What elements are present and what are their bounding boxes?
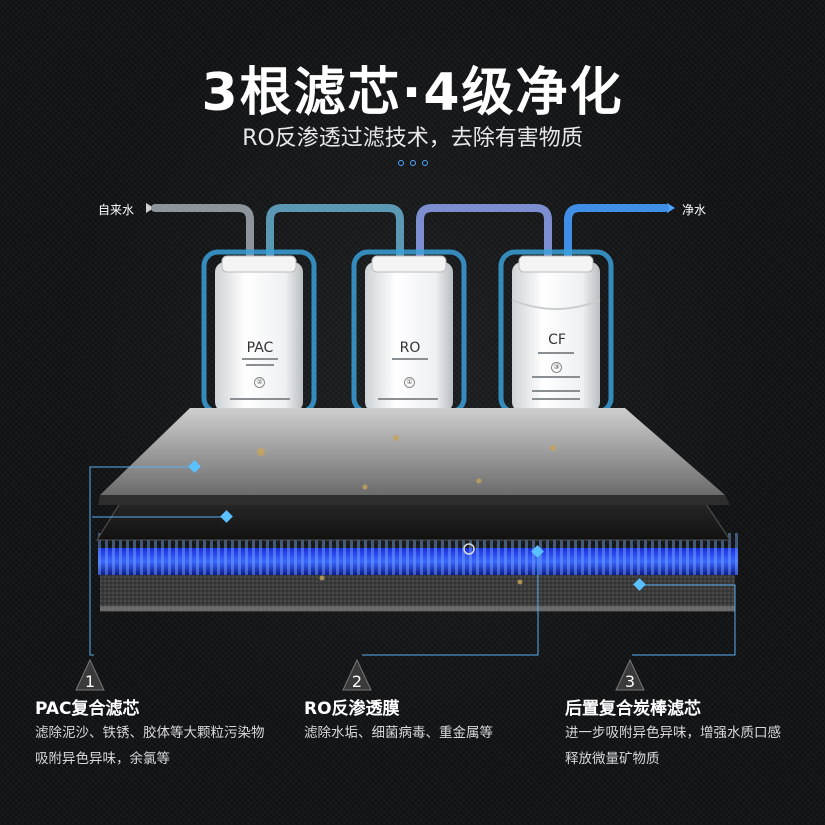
pipes: [151, 204, 669, 266]
cartridge-label-cf: CF: [548, 332, 566, 348]
stage-desc-3b: 释放微量矿物质: [565, 751, 660, 767]
stage-desc-2a: 滤除水垢、细菌病毒、重金属等: [304, 725, 493, 741]
cartridge-index-cf: ③: [551, 362, 562, 373]
pipe-2: [416, 204, 552, 266]
stage-title-1: PAC复合滤芯: [35, 699, 140, 719]
layer-pp: [100, 408, 725, 495]
outlet-label: 净水: [682, 203, 707, 217]
pipe-inlet: [151, 204, 254, 266]
number-triangles: [75, 658, 645, 691]
cartridge-index-pac: ②: [254, 377, 265, 388]
filter-layers: [96, 408, 738, 612]
cartridge-label-ro: RO: [399, 340, 421, 356]
cartridge-label-pac: PAC: [246, 340, 274, 356]
stage-title-3: 后置复合炭棒滤芯: [565, 699, 701, 719]
particles: [257, 435, 556, 585]
stage-desc-1b: 吸附异色异味，余氯等: [35, 751, 170, 767]
page-subtitle: RO反渗透过滤技术，去除有害物质: [242, 126, 583, 151]
divider-dots: [0, 160, 825, 166]
stage-number-2: 2: [351, 672, 363, 691]
page-title: 3根滤芯·4级净化: [201, 63, 624, 123]
stage-number-3: 3: [624, 672, 636, 691]
dot: [397, 160, 404, 166]
dot: [421, 160, 428, 166]
inlet-label: 自来水: [98, 203, 135, 217]
inlet-arrow-icon: [146, 203, 154, 213]
pipe-1: [266, 204, 404, 266]
outlet-arrow-icon: [667, 203, 675, 213]
dot: [409, 160, 416, 166]
layer-carbon: [100, 575, 735, 612]
stage-number-1: 1: [84, 672, 96, 691]
stage-title-2: RO反渗透膜: [304, 699, 400, 719]
stage-desc-3a: 进一步吸附异色异味，增强水质口感: [565, 725, 781, 741]
stage-desc-1a: 滤除泥沙、铁锈、胶体等大颗粒污染物: [35, 725, 265, 741]
callout-lines: [89, 466, 736, 656]
pipe-outlet: [564, 204, 669, 266]
cartridge-pac: [201, 249, 317, 415]
cartridge-ro: [351, 249, 467, 415]
cartridge-print-lines: [230, 352, 580, 400]
cartridge-index-ro: ①: [404, 377, 415, 388]
